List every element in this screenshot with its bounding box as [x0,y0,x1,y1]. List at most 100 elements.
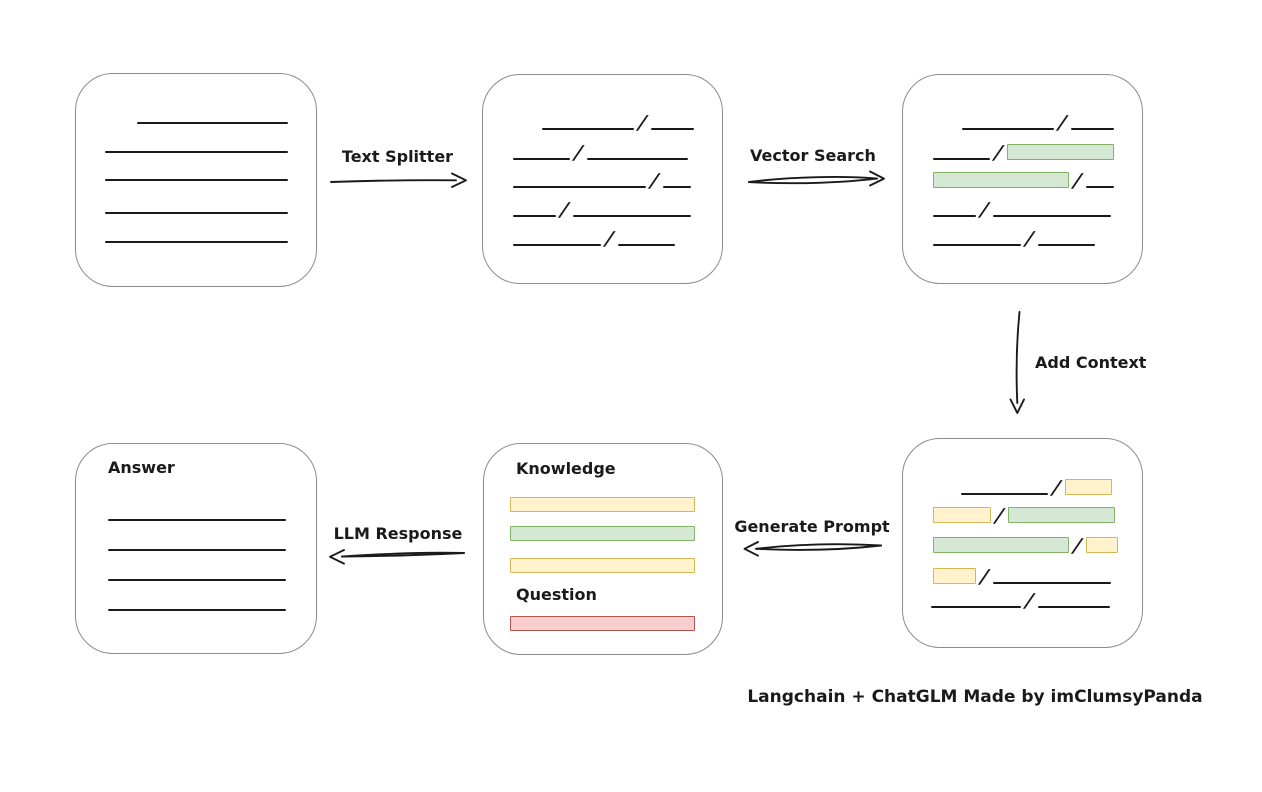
text-splitter-label: Text Splitter [341,147,454,166]
generate-prompt-arrow [743,541,882,557]
chunk-row: / [903,226,1095,250]
slash-separator: / [637,112,648,134]
slash-separator: / [559,199,570,221]
chunk-row: / [903,503,1115,527]
slash-separator: / [1051,477,1062,499]
text-line [617,244,675,246]
text-line [1037,606,1110,608]
add-context-arrow [1009,311,1025,414]
text-line [992,215,1111,217]
attribution-caption: Langchain + ChatGLM Made by imClumsyPand… [747,687,1203,707]
chunk-row [76,531,286,551]
text-line [513,186,646,188]
slash-separator: / [573,142,584,164]
chunk-row: / [483,197,691,221]
text-line [137,122,288,124]
add-context-label: Add Context [1035,353,1147,372]
slash-separator: / [979,566,990,588]
chunk-row: / [903,140,1114,164]
chunk-row [76,104,288,124]
chunk-row [76,161,288,181]
chunk-row [76,194,288,214]
red-question-bar [510,616,695,631]
text-line [933,158,990,160]
text-line [542,128,634,130]
text-line [513,244,601,246]
vector-search-label: Vector Search [750,146,876,165]
yellow-highlight-chunk [1064,479,1112,495]
text-line [105,151,288,153]
slash-separator: / [604,228,615,250]
prompt-box: Knowledge Question [483,443,723,655]
yellow-highlight-chunk [933,507,991,523]
text-line [662,186,691,188]
slash-separator: / [1024,590,1035,612]
text-line [650,128,694,130]
slash-separator: / [994,505,1005,527]
text-line [1037,244,1095,246]
slash-separator: / [979,199,990,221]
text-line [105,179,288,181]
source-document-box [75,73,317,287]
chunk-row: / [903,168,1114,192]
text-line [1070,128,1114,130]
yellow-highlight-chunk [1085,537,1118,553]
green-highlight-chunk [933,537,1069,553]
context-chunks-box: / / / / / [902,438,1143,648]
text-line [586,158,688,160]
text-line [961,493,1048,495]
text-line [108,609,286,611]
vector-search-arrow [748,170,885,187]
text-splitter-arrow [330,172,467,188]
chunk-row [76,223,288,243]
text-line [108,579,286,581]
chunk-row: / [903,564,1111,588]
text-line [1085,186,1114,188]
slash-separator: / [1072,535,1083,557]
chunk-row: / [483,226,675,250]
green-highlight-chunk [1006,144,1114,160]
chunk-row [76,133,288,153]
text-line [105,212,288,214]
chunk-row: / [483,168,691,192]
text-line [992,582,1111,584]
yellow-highlight-chunk [933,568,976,584]
llm-response-label: LLM Response [333,524,463,543]
text-line [931,606,1021,608]
text-line [572,215,691,217]
knowledge-label: Knowledge [516,459,616,478]
text-line [933,215,976,217]
text-line [933,244,1021,246]
text-line [108,549,286,551]
chunk-row: / [903,197,1111,221]
split-chunks-box: / / / / / [482,74,723,284]
chunk-row: / [903,475,1112,499]
vector-search-result-box: / / / / / [902,74,1143,284]
text-line [108,519,286,521]
llm-response-arrow [329,549,465,565]
generate-prompt-label: Generate Prompt [734,517,890,536]
text-line [105,241,288,243]
slash-separator: / [1072,170,1083,192]
chunk-row: / [903,110,1114,134]
slash-separator: / [993,142,1004,164]
slash-separator: / [1024,228,1035,250]
green-knowledge-bar [510,526,695,541]
answer-box: Answer [75,443,317,654]
chunk-row: / [483,110,694,134]
yellow-knowledge-bar [510,497,695,512]
chunk-row [76,591,286,611]
chunk-row [76,561,286,581]
chunk-row [76,501,286,521]
slash-separator: / [649,170,660,192]
green-highlight-chunk [933,172,1069,188]
chunk-row: / [483,140,688,164]
green-highlight-chunk [1007,507,1115,523]
question-label: Question [516,585,597,604]
text-line [513,158,570,160]
answer-label: Answer [108,458,175,477]
yellow-knowledge-bar [510,558,695,573]
chunk-row: / [903,533,1118,557]
